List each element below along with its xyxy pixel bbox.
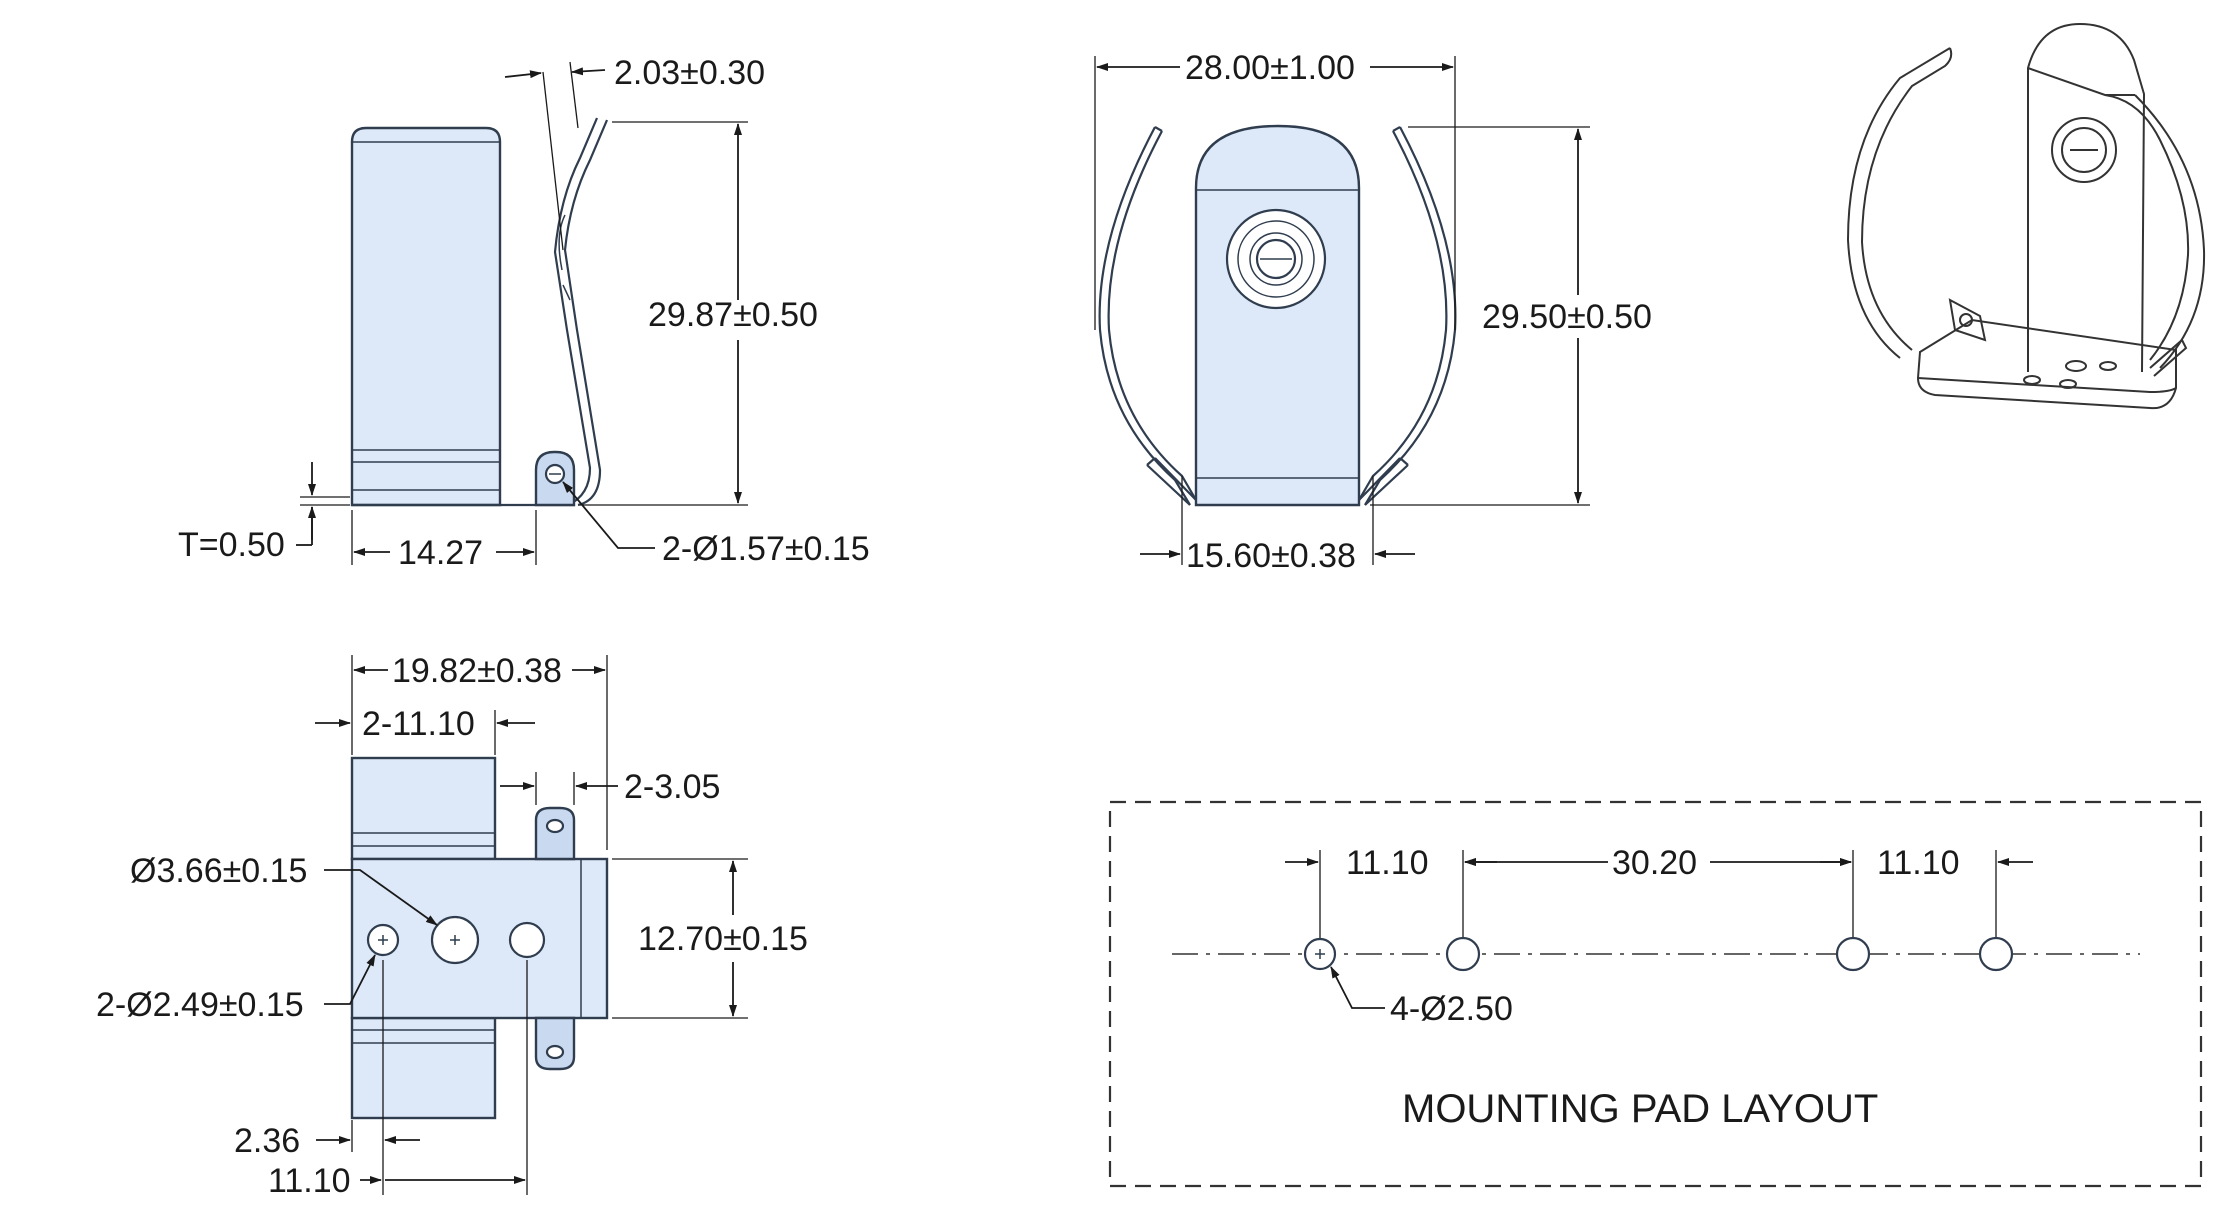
dim-side-height: 29.87±0.50 — [648, 296, 818, 334]
iso-left-arm — [1846, 47, 1951, 359]
isometric-view — [1846, 22, 2206, 410]
bottom-view-ear-bottom — [534, 1016, 576, 1071]
pad-hole-2 — [1445, 936, 1481, 972]
dim-side-holes: 2-Ø1.57±0.15 — [662, 530, 870, 568]
dim-bottom-pitch: 11.10 — [268, 1162, 351, 1200]
iso-back-plate — [2027, 22, 2146, 373]
mounting-pad-layout: 11.10 30.20 11.10 4-Ø2.50 MOUNTING PAD L… — [1108, 800, 2203, 1188]
pad-hole-callout: 4-Ø2.50 — [1390, 990, 1513, 1028]
iso-right-arm — [2134, 94, 2206, 369]
side-view-spring — [563, 119, 609, 507]
bottom-view-upper-tab — [350, 756, 497, 861]
front-view-left-arm — [1098, 126, 1191, 506]
bottom-view-small-hole-right — [508, 921, 546, 959]
pad-layout-frame — [1108, 800, 2203, 1188]
pad-spacing-middle: 30.20 — [1612, 844, 1697, 882]
front-view-right-arm — [1364, 126, 1457, 506]
dim-bottom-ear: 2-3.05 — [624, 768, 720, 806]
pad-layout-title: MOUNTING PAD LAYOUT — [1402, 1087, 1878, 1131]
front-view: 28.00±1.00 29.50±0.50 15.60±0.38 — [1094, 49, 1652, 575]
dim-front-height: 29.50±0.50 — [1482, 298, 1652, 336]
dim-bottom-width: 19.82±0.38 — [392, 652, 562, 690]
dim-bottom-offset: 2.36 — [234, 1122, 300, 1160]
dim-side-base: 14.27 — [398, 534, 483, 572]
side-view: 2.03±0.30 29.87±0.50 T=0.50 14.27 2-Ø1.5… — [178, 54, 870, 572]
iso-base — [1916, 318, 2177, 410]
dim-side-tab-gap: 2.03±0.30 — [614, 54, 765, 92]
pad-hole-4 — [1978, 936, 2014, 972]
dim-bottom-small-holes: 2-Ø2.49±0.15 — [96, 986, 304, 1024]
dim-bottom-tab: 2-11.10 — [362, 705, 475, 743]
dim-front-width: 28.00±1.00 — [1185, 49, 1355, 87]
dim-bottom-height: 12.70±0.15 — [638, 920, 808, 958]
dim-thickness: T=0.50 — [178, 526, 285, 564]
bottom-view: 19.82±0.38 2-11.10 2-3.05 Ø3.66±0.15 12.… — [96, 652, 808, 1200]
bottom-view-lower-tab — [350, 1016, 497, 1120]
pad-spacing-left: 11.10 — [1346, 844, 1429, 882]
pad-hole-3 — [1835, 936, 1871, 972]
front-view-plate — [1194, 124, 1361, 507]
dim-bottom-center-hole: Ø3.66±0.15 — [130, 852, 307, 890]
side-view-body — [350, 126, 502, 507]
dim-front-base: 15.60±0.38 — [1186, 537, 1356, 575]
pad-spacing-right: 11.10 — [1877, 844, 1960, 882]
bottom-view-ear-top — [534, 806, 576, 861]
